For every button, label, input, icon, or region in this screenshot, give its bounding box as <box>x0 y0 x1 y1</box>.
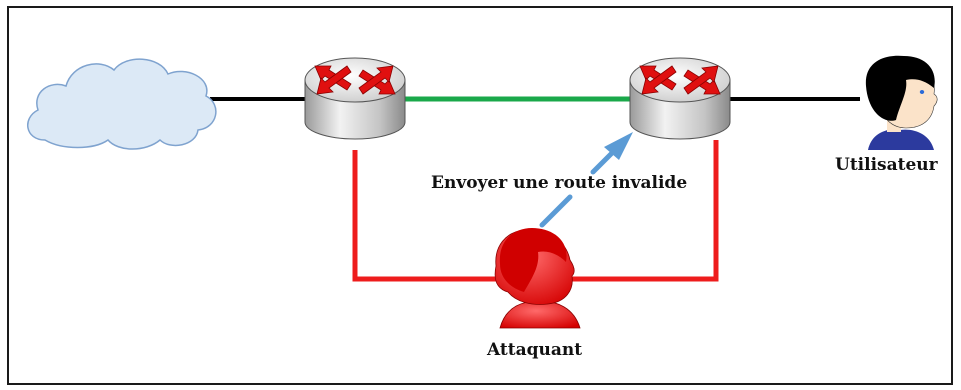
attacker-person-icon <box>494 228 581 329</box>
diagram-frame <box>7 6 953 385</box>
invalid-route-label: Envoyer une route invalide <box>431 173 688 193</box>
cloud-icon <box>27 58 217 150</box>
user-person-icon <box>865 55 938 150</box>
router-right-icon <box>629 57 731 140</box>
router-left-icon <box>304 57 406 140</box>
attack-link-right <box>570 140 719 282</box>
attacker-label: Attaquant <box>487 340 583 360</box>
attack-link-left <box>352 150 497 282</box>
attack-arrow <box>539 132 633 228</box>
user-label: Utilisateur <box>835 155 938 175</box>
